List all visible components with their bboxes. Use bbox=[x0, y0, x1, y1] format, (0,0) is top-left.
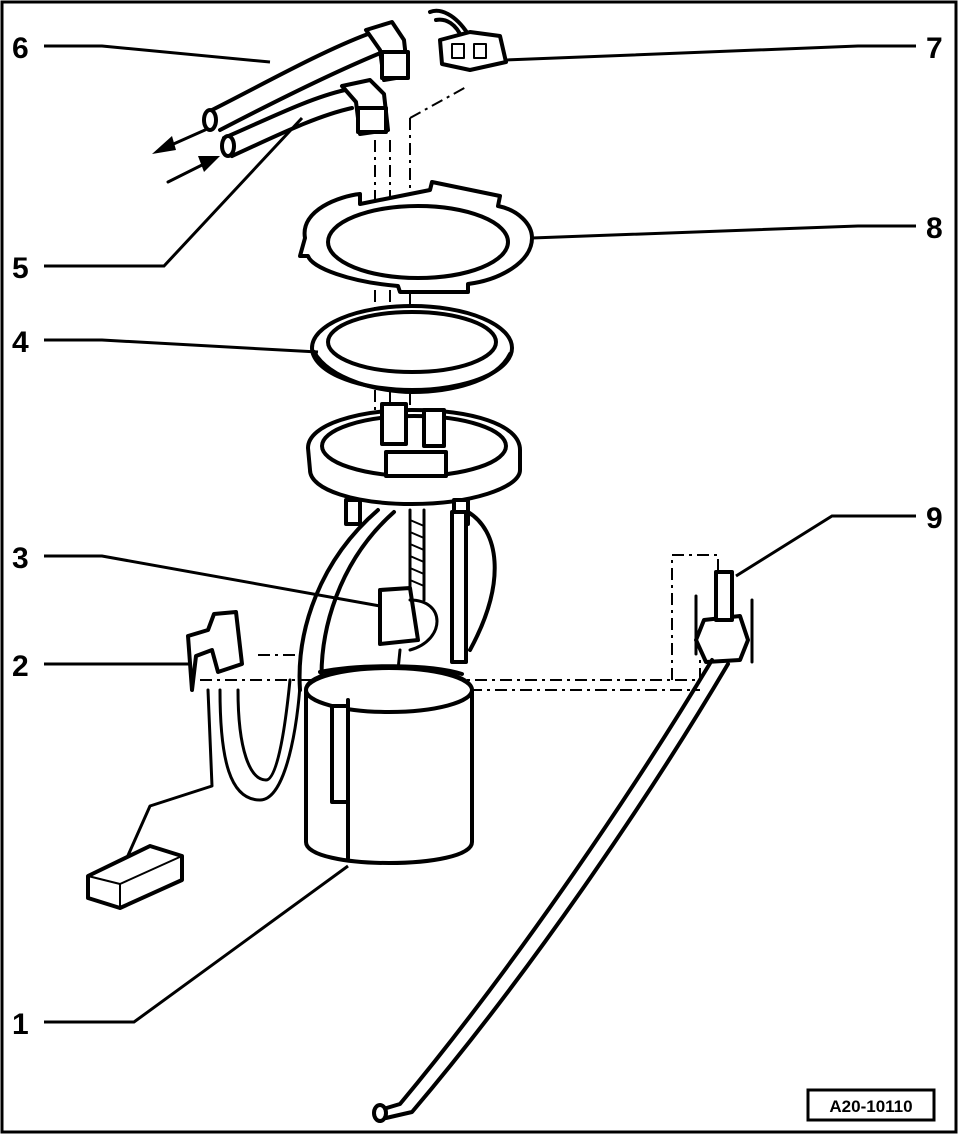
pump-housing-part-1 bbox=[304, 664, 474, 865]
callout-1: 1 bbox=[12, 1008, 29, 1041]
callout-3: 3 bbox=[12, 542, 29, 575]
pump-internals-part-3 bbox=[297, 508, 497, 692]
callout-2: 2 bbox=[12, 650, 29, 683]
leader-4 bbox=[44, 338, 319, 354]
suction-jet-pump-part-9 bbox=[372, 570, 754, 1123]
callout-9: 9 bbox=[926, 502, 943, 535]
fuel-hoses-part-6 bbox=[202, 20, 410, 158]
sender-part-2 bbox=[86, 610, 302, 910]
callout-5: 5 bbox=[12, 252, 29, 285]
callout-6: 6 bbox=[12, 32, 29, 65]
leader-5 bbox=[44, 116, 304, 268]
leader-3 bbox=[44, 554, 381, 608]
leader-lines bbox=[44, 44, 916, 1024]
callout-8: 8 bbox=[926, 212, 943, 245]
seal-part-4 bbox=[310, 304, 514, 394]
reference-code: A20-10110 bbox=[829, 1097, 912, 1116]
leader-6 bbox=[44, 44, 271, 64]
electrical-connector-part-7 bbox=[428, 8, 508, 72]
flow-arrows bbox=[152, 128, 220, 184]
locking-ring-part-8 bbox=[298, 180, 534, 294]
reference-code-box: A20-10110 bbox=[806, 1088, 936, 1122]
pump-flange bbox=[306, 402, 522, 526]
callout-4: 4 bbox=[12, 326, 29, 359]
leader-1 bbox=[44, 864, 349, 1024]
callout-labels: 6 7 8 5 4 9 3 2 1 bbox=[12, 32, 943, 1041]
leader-8 bbox=[531, 224, 916, 240]
callout-7: 7 bbox=[926, 32, 943, 65]
leader-9 bbox=[735, 514, 916, 578]
leader-7 bbox=[505, 44, 916, 62]
